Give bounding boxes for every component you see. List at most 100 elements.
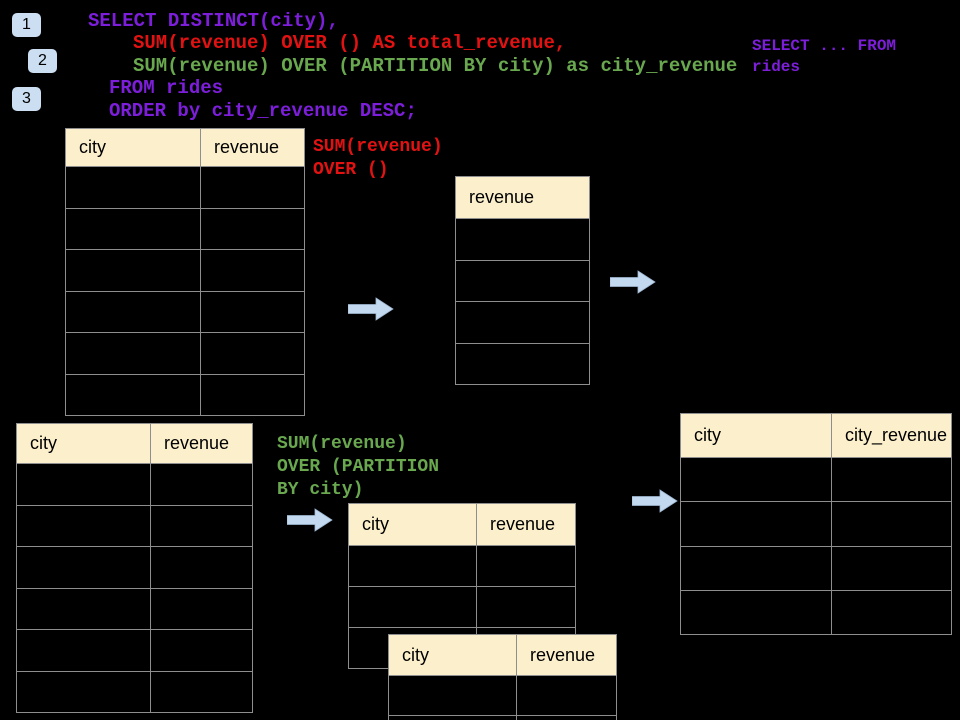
table-row bbox=[680, 501, 952, 547]
annotation-total-revenue: SUM(revenue) OVER () bbox=[313, 136, 443, 182]
column-header: revenue bbox=[516, 634, 617, 676]
table-row bbox=[65, 373, 305, 416]
empty-cell bbox=[150, 463, 253, 506]
empty-cell bbox=[455, 301, 590, 344]
empty-cell bbox=[831, 589, 952, 636]
table-row bbox=[16, 670, 253, 713]
empty-cell bbox=[831, 545, 952, 591]
empty-cell bbox=[476, 545, 576, 587]
table-row bbox=[388, 675, 617, 716]
table-row bbox=[16, 504, 253, 547]
table-row bbox=[680, 456, 952, 503]
empty-cell bbox=[150, 587, 253, 630]
arrow-right-icon bbox=[286, 508, 333, 532]
step-badge-2: 2 bbox=[28, 49, 57, 73]
column-header: revenue bbox=[200, 128, 305, 167]
empty-cell bbox=[16, 629, 151, 672]
column-header: city bbox=[388, 634, 517, 676]
empty-cell bbox=[65, 249, 201, 292]
empty-cell bbox=[150, 629, 253, 672]
empty-cell bbox=[680, 589, 832, 636]
empty-cell bbox=[65, 332, 201, 375]
empty-cell bbox=[680, 456, 832, 503]
sql-query-main: SELECT DISTINCT(city),SUM(revenue) OVER … bbox=[88, 10, 737, 122]
step-badge-1: 1 bbox=[12, 13, 41, 37]
code-line: OVER (PARTITION bbox=[277, 457, 440, 477]
column-header: city bbox=[65, 128, 201, 167]
empty-cell bbox=[65, 290, 201, 333]
table-row bbox=[348, 545, 576, 587]
empty-cell bbox=[348, 586, 477, 628]
code-line: BY city) bbox=[277, 480, 364, 500]
empty-cell bbox=[516, 675, 617, 716]
sql-snippet-from-rides: SELECT ... FROM rides bbox=[752, 36, 896, 78]
empty-cell bbox=[388, 715, 517, 720]
column-header: city bbox=[16, 423, 151, 464]
table-row bbox=[455, 259, 590, 302]
table-row bbox=[680, 589, 952, 636]
empty-cell bbox=[516, 715, 617, 720]
table-row bbox=[65, 332, 305, 375]
code-line: OVER () bbox=[313, 160, 389, 180]
empty-cell bbox=[16, 546, 151, 589]
empty-cell bbox=[476, 586, 576, 628]
empty-cell bbox=[200, 290, 305, 333]
empty-cell bbox=[65, 373, 201, 416]
table-row bbox=[65, 290, 305, 333]
code-line: FROM rides bbox=[109, 77, 224, 100]
column-header: revenue bbox=[455, 176, 590, 219]
empty-cell bbox=[150, 504, 253, 547]
table-row bbox=[680, 545, 952, 591]
table-row bbox=[455, 342, 590, 385]
empty-cell bbox=[200, 207, 305, 250]
code-line: SUM(revenue) OVER (PARTITION BY city) as… bbox=[133, 54, 738, 77]
empty-cell bbox=[831, 501, 952, 547]
step-badge-3: 3 bbox=[12, 87, 41, 111]
empty-cell bbox=[16, 504, 151, 547]
empty-cell bbox=[16, 587, 151, 630]
empty-cell bbox=[200, 249, 305, 292]
column-header: city bbox=[348, 503, 477, 546]
empty-cell bbox=[150, 546, 253, 589]
column-header: revenue bbox=[476, 503, 576, 546]
empty-cell bbox=[16, 670, 151, 713]
table-row bbox=[348, 586, 576, 628]
arrow-right-icon bbox=[631, 489, 678, 513]
table-row bbox=[455, 301, 590, 344]
table-row bbox=[16, 629, 253, 672]
empty-cell bbox=[16, 463, 151, 506]
arrow-right-icon bbox=[347, 297, 394, 321]
column-header: revenue bbox=[150, 423, 253, 464]
empty-cell bbox=[455, 218, 590, 261]
table-row bbox=[65, 207, 305, 250]
code-line: ORDER by city_revenue DESC; bbox=[109, 99, 417, 122]
code-line: SELECT ... FROM bbox=[752, 37, 897, 55]
table-row bbox=[388, 715, 617, 720]
empty-cell bbox=[348, 545, 477, 587]
empty-cell bbox=[680, 501, 832, 547]
table-row bbox=[16, 587, 253, 630]
empty-cell bbox=[200, 166, 305, 209]
table-row bbox=[455, 218, 590, 261]
table-row bbox=[16, 463, 253, 506]
empty-cell bbox=[200, 373, 305, 416]
code-line: rides bbox=[752, 58, 801, 76]
arrow-right-icon bbox=[609, 270, 656, 294]
header-row: revenue bbox=[455, 176, 590, 219]
empty-cell bbox=[200, 332, 305, 375]
empty-cell bbox=[388, 675, 517, 716]
empty-cell bbox=[65, 166, 201, 209]
column-header: city_revenue bbox=[831, 413, 952, 458]
code-line: SUM(revenue) bbox=[313, 137, 443, 157]
empty-cell bbox=[455, 342, 590, 385]
